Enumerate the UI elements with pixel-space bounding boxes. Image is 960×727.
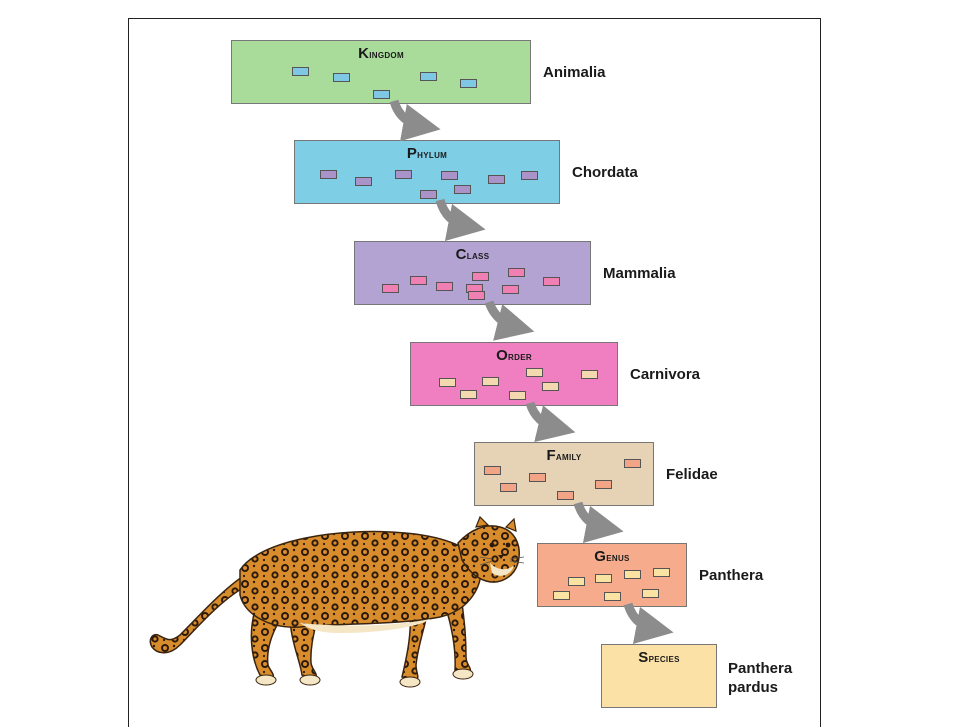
group-chip xyxy=(521,171,538,180)
rank-label-kingdom: Kingdom xyxy=(358,45,404,62)
group-chip xyxy=(553,591,570,600)
group-chip xyxy=(410,276,427,285)
group-chip xyxy=(595,480,612,489)
rank-label-class: Class xyxy=(455,246,490,263)
group-chip xyxy=(543,277,560,286)
tier-phylum: Phylum xyxy=(294,140,560,204)
group-chip xyxy=(482,377,499,386)
group-chip xyxy=(292,67,309,76)
group-chip xyxy=(420,72,437,81)
group-chip xyxy=(508,268,525,277)
group-chip xyxy=(460,390,477,399)
rank-label-genus: Genus xyxy=(594,548,630,565)
group-chip xyxy=(355,177,372,186)
group-chip xyxy=(333,73,350,82)
group-chip xyxy=(436,282,453,291)
arrow-genus-to-species xyxy=(623,602,674,645)
taxon-class: Mammalia xyxy=(603,265,676,282)
taxon-species-genus: Panthera xyxy=(728,660,793,677)
group-chip xyxy=(472,272,489,281)
group-chip xyxy=(500,483,517,492)
rank-label-phylum: Phylum xyxy=(406,145,448,162)
group-chip xyxy=(595,574,612,583)
group-chip xyxy=(642,589,659,598)
group-chip xyxy=(542,382,559,391)
group-chip xyxy=(468,291,485,300)
taxon-kingdom: Animalia xyxy=(543,64,606,81)
group-chip xyxy=(526,368,543,377)
group-chip xyxy=(604,592,621,601)
arrow-class-to-order xyxy=(484,300,535,341)
group-chip xyxy=(502,285,519,294)
taxon-species-epithet: pardus xyxy=(728,679,779,696)
group-chip xyxy=(484,466,501,475)
taxon-family: Felidae xyxy=(666,466,718,483)
group-chip xyxy=(460,79,477,88)
group-chip xyxy=(439,378,456,387)
group-chip xyxy=(320,170,337,179)
taxon-order: Carnivora xyxy=(630,366,701,383)
tier-family: Family xyxy=(474,442,654,506)
rank-label-family: Family xyxy=(546,447,582,464)
arrow-family-to-genus xyxy=(573,501,624,544)
leopard-icon xyxy=(149,515,525,688)
group-chip xyxy=(624,459,641,468)
group-chip xyxy=(568,577,585,586)
tier-order: Order xyxy=(410,342,618,406)
taxon-phylum: Chordata xyxy=(572,164,638,181)
arrow-kingdom-to-phylum xyxy=(389,99,441,142)
group-chip xyxy=(529,473,546,482)
tier-species: Species xyxy=(601,644,717,708)
group-chip xyxy=(441,171,458,180)
group-chip xyxy=(373,90,390,99)
group-chip xyxy=(382,284,399,293)
group-chip xyxy=(395,170,412,179)
group-chip xyxy=(509,391,526,400)
group-chip xyxy=(420,190,437,199)
arrow-order-to-family xyxy=(525,401,576,442)
rank-label-order: Order xyxy=(496,347,532,364)
tier-class: Class xyxy=(354,241,591,305)
taxon-genus: Panthera xyxy=(699,567,764,584)
group-chip xyxy=(454,185,471,194)
tier-kingdom: Kingdom xyxy=(231,40,531,104)
tier-genus: Genus xyxy=(537,543,687,607)
rank-label-species: Species xyxy=(638,649,680,666)
group-chip xyxy=(653,568,670,577)
group-chip xyxy=(624,570,641,579)
group-chip xyxy=(557,491,574,500)
taxon-species: Panthera pardus xyxy=(728,659,792,697)
arrow-phylum-to-class xyxy=(435,198,486,242)
group-chip xyxy=(581,370,598,379)
group-chip xyxy=(488,175,505,184)
